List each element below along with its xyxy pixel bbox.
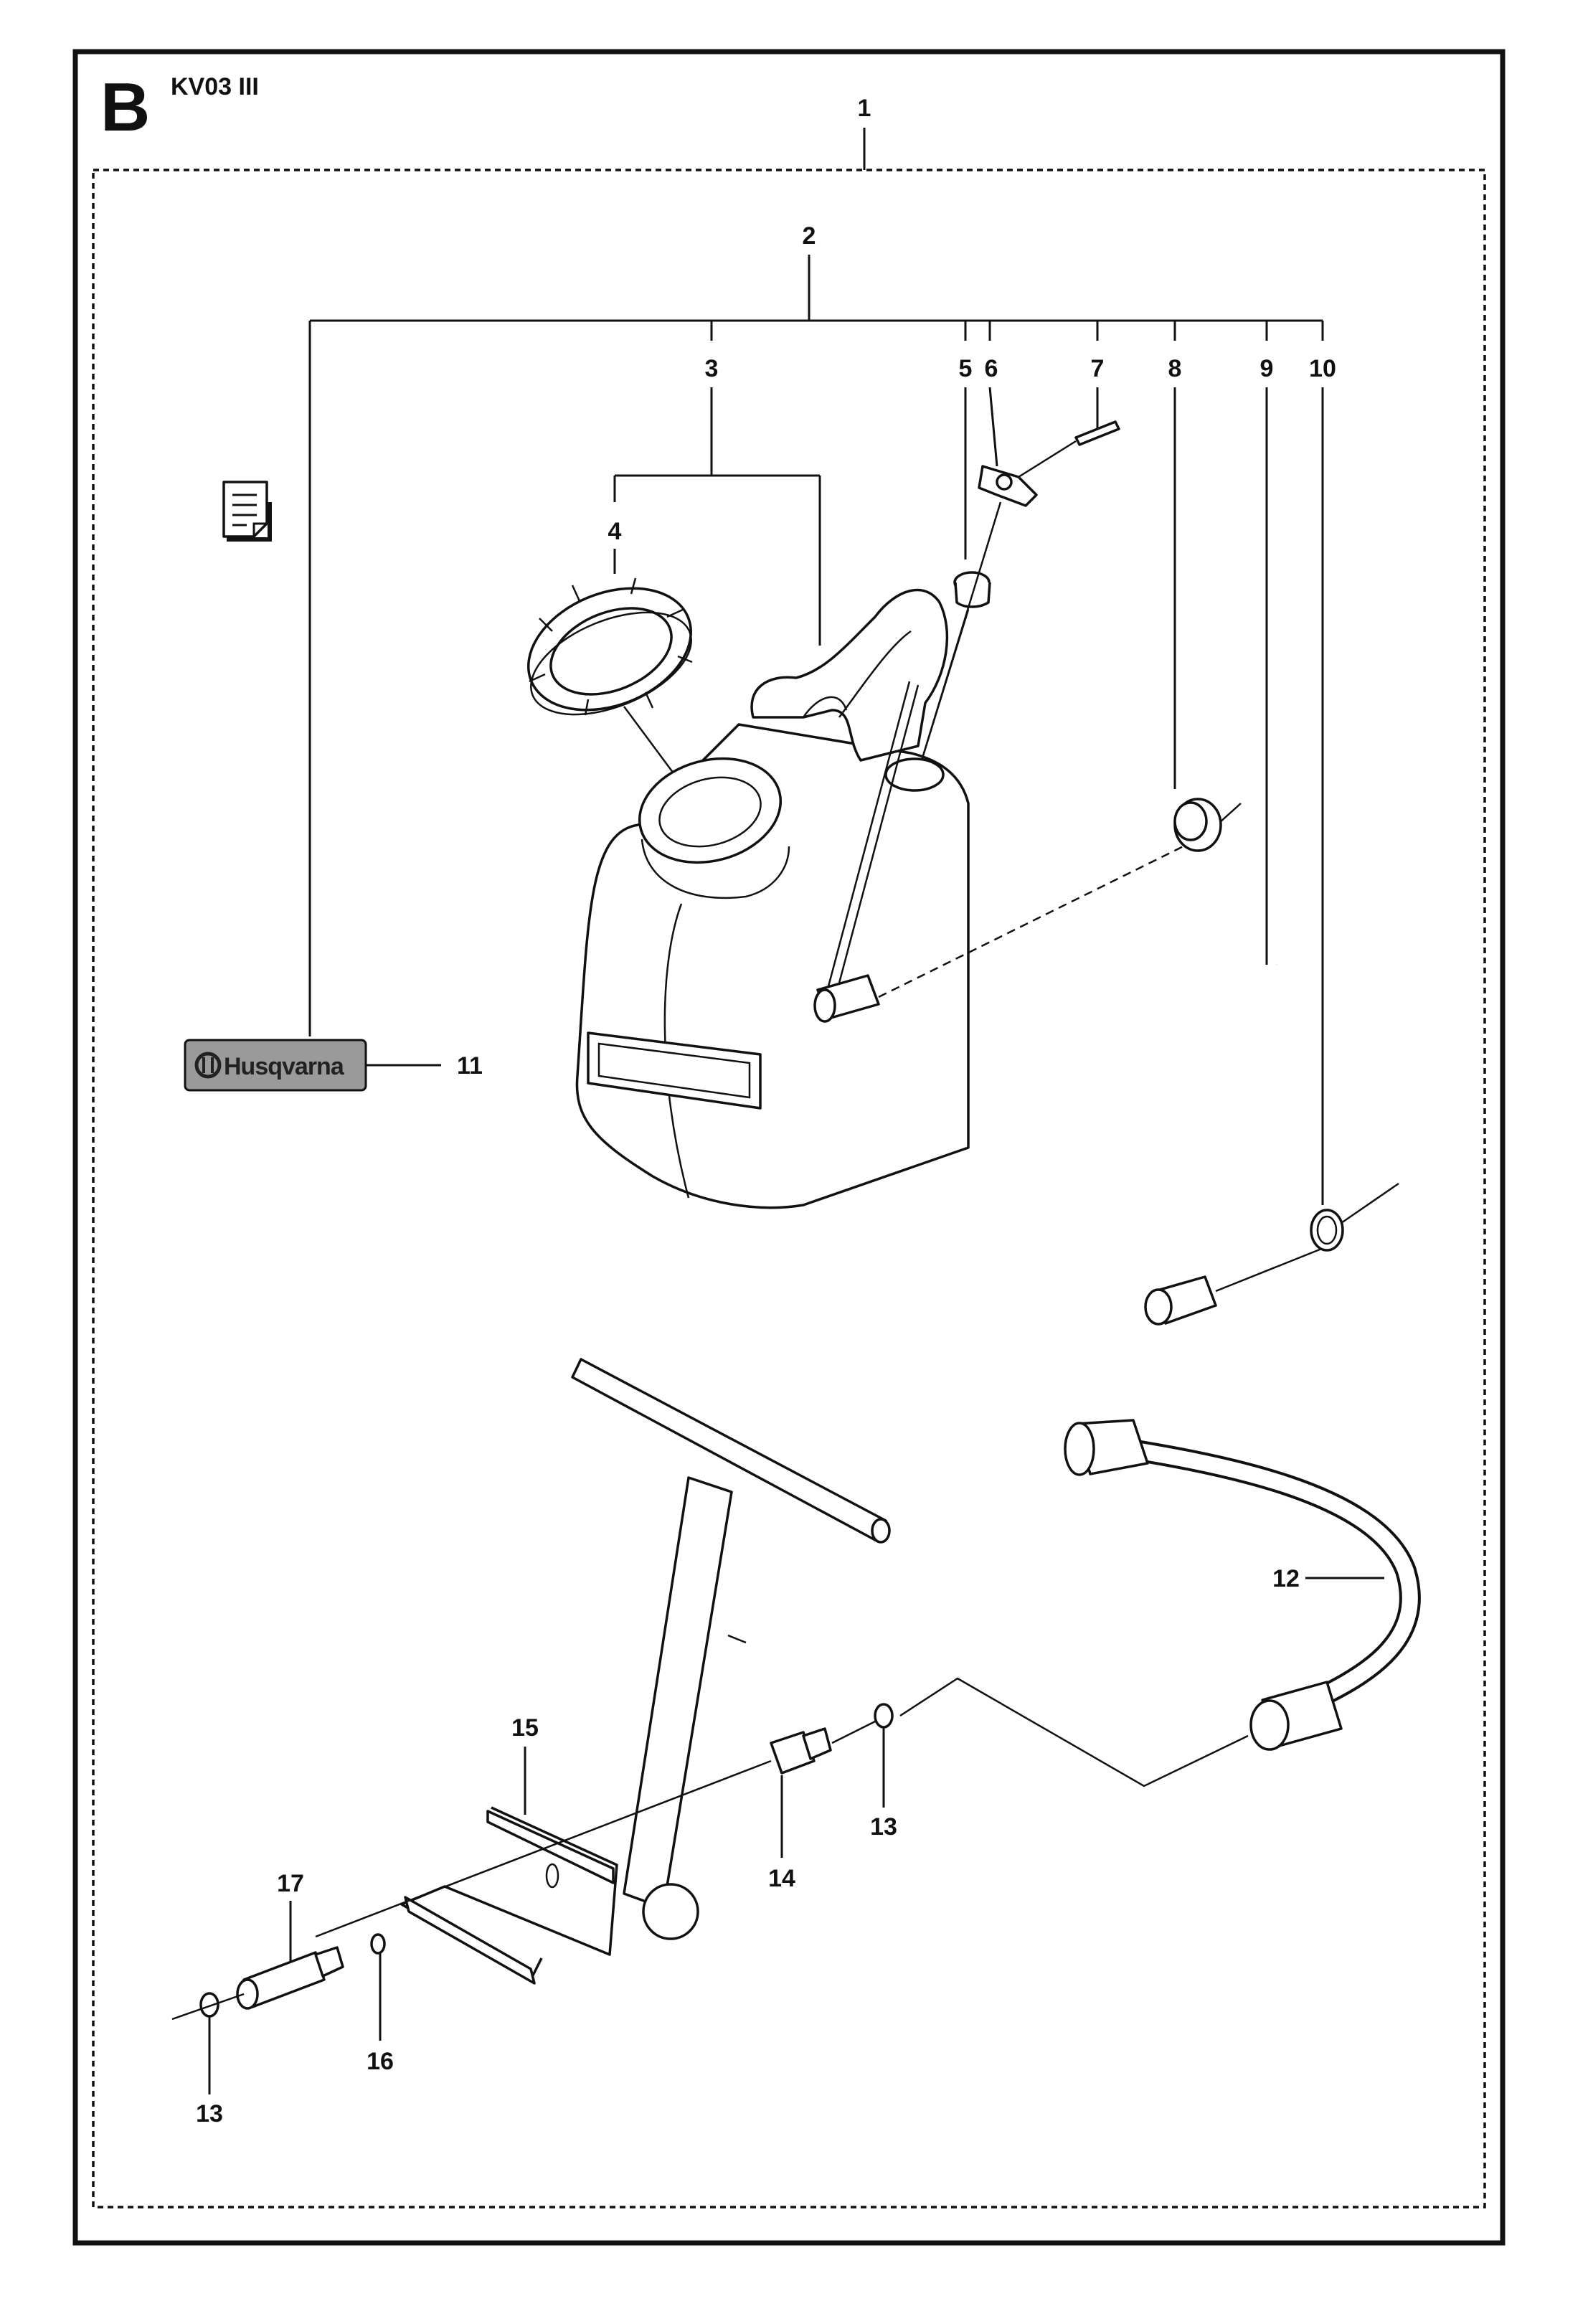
suction-tube xyxy=(1144,963,1280,1326)
nipple-fitting xyxy=(236,1946,344,2010)
callout-7: 7 xyxy=(1091,355,1105,382)
o-ring-16 xyxy=(370,1933,386,1955)
o-ring-13-left xyxy=(199,1992,219,2018)
o-ring-small xyxy=(874,1703,894,1729)
callout-4: 4 xyxy=(608,518,622,545)
clamp xyxy=(978,465,1038,507)
callout-14: 14 xyxy=(768,1865,795,1892)
callout-9: 9 xyxy=(1260,355,1274,382)
callout-labels: 1 2 3 4 5 6 7 8 9 10 11 12 13 13 14 15 1… xyxy=(196,95,1336,2127)
callout-2: 2 xyxy=(803,222,816,250)
callout-17: 17 xyxy=(277,1870,304,1897)
callout-3: 3 xyxy=(705,355,719,382)
callout-13-right: 13 xyxy=(870,1813,897,1841)
callout-12: 12 xyxy=(1272,1565,1300,1592)
logo-text: Husqvarna xyxy=(224,1053,345,1080)
section-letter: B xyxy=(100,69,150,146)
model-label: KV03 III xyxy=(171,73,259,100)
callout-8: 8 xyxy=(1168,355,1182,382)
tank-cap xyxy=(527,577,693,716)
callout-1: 1 xyxy=(858,95,871,122)
outlet-dashed xyxy=(878,834,1206,998)
callout-13-left: 13 xyxy=(196,2100,223,2127)
outer-frame xyxy=(72,49,1506,2246)
water-tank xyxy=(575,588,970,1209)
callout-16: 16 xyxy=(367,2048,394,2075)
assembly-boundary xyxy=(92,169,1486,2209)
hose-connection-line xyxy=(899,1677,1249,1787)
callout-15: 15 xyxy=(511,1714,539,1742)
machine-handle xyxy=(571,1358,891,1940)
pin xyxy=(1074,420,1120,446)
husqvarna-crown-icon xyxy=(194,1052,222,1079)
callout-10: 10 xyxy=(1309,355,1336,382)
callout-11: 11 xyxy=(457,1052,483,1080)
callout-5: 5 xyxy=(959,355,973,382)
o-ring xyxy=(1310,1209,1344,1252)
hose xyxy=(1064,1419,1421,1751)
document-note-icon xyxy=(222,481,272,542)
bracket xyxy=(400,1806,618,1985)
grommet xyxy=(953,571,991,608)
dip-tube xyxy=(813,681,920,1023)
nut xyxy=(1173,798,1222,852)
callout-6: 6 xyxy=(985,355,998,382)
husqvarna-decal: Husqvarna xyxy=(184,1039,367,1092)
callout-tree xyxy=(208,128,1384,2094)
hose-fitting xyxy=(770,1727,832,1775)
